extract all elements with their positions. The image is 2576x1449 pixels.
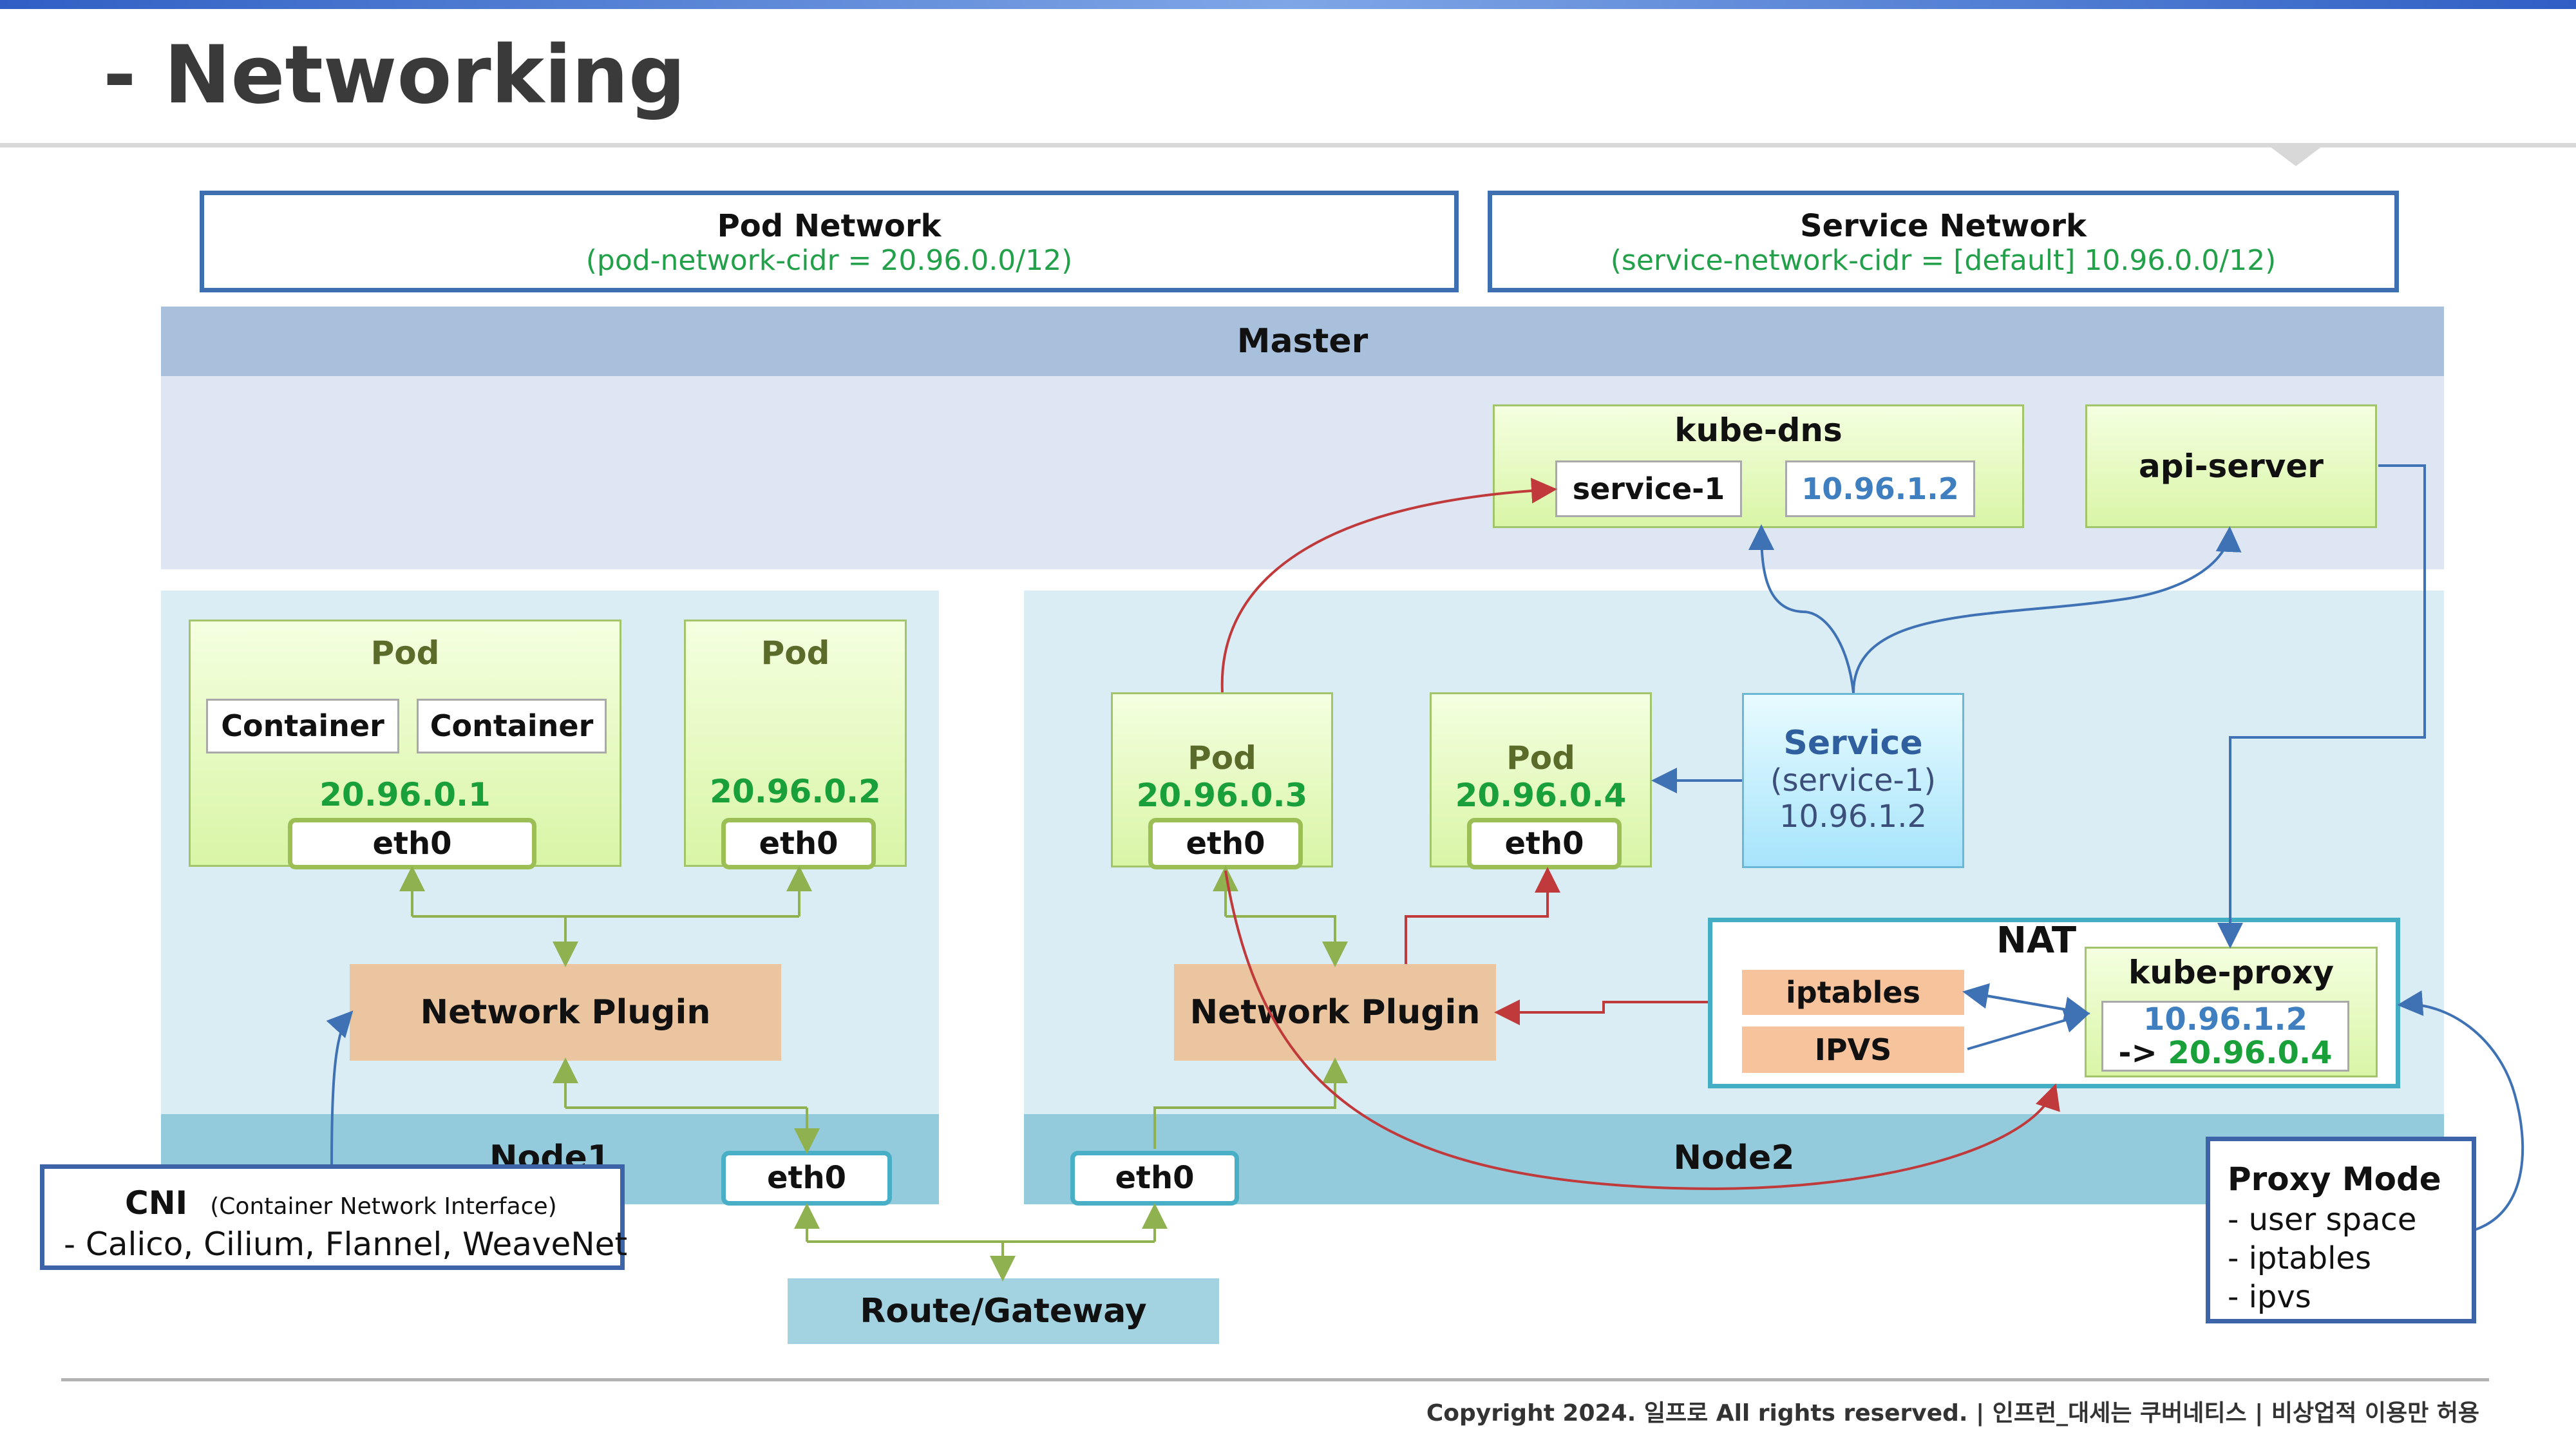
api-server-label: api-server	[2139, 448, 2324, 485]
master-area	[161, 376, 2444, 569]
arrow-pod-to-kube-proxy	[1224, 870, 2060, 1190]
service-network-label: Service Network	[1800, 208, 2087, 244]
pod-label: Pod	[370, 634, 440, 672]
api-server-box: api-server	[2085, 404, 2377, 528]
arrow-nat-to-plugin	[1494, 999, 1708, 1025]
kube-proxy-rule: 10.96.1.2 -> 20.96.0.4	[2101, 1001, 2349, 1072]
master-band: Master	[161, 307, 2444, 376]
cni-title: CNI	[125, 1184, 188, 1222]
container-box: Container	[417, 699, 607, 753]
proxy-from-ip: 10.96.1.2	[2143, 1001, 2308, 1037]
kube-dns-label: kube-dns	[1674, 412, 1842, 449]
pod-label: Pod	[1506, 739, 1575, 777]
cni-subtitle: (Container Network Interface)	[210, 1193, 557, 1220]
arrow-pod-to-kube-dns	[1220, 477, 1557, 693]
service-network-box: Service Network (service-network-cidr = …	[1488, 191, 2399, 292]
cni-list: - Calico, Cilium, Flannel, WeaveNet	[64, 1226, 628, 1263]
pod-label: Pod	[1188, 739, 1256, 777]
arrow-proxy-mode	[2397, 990, 2524, 1231]
arrow-api-to-kube-proxy	[2217, 464, 2426, 949]
node1-eth0: eth0	[721, 1151, 892, 1206]
divider-notch	[2267, 144, 2325, 166]
ipvs-box: IPVS	[1742, 1027, 1964, 1073]
top-accent-bar	[0, 0, 2576, 9]
pod-ip: 20.96.0.4	[1455, 777, 1627, 814]
arrow-service-to-api-server	[1852, 526, 2242, 694]
service-name: (service-1)	[1770, 762, 1937, 799]
proxy-mode-item: - iptables	[2228, 1240, 2371, 1276]
pod-ip: 20.96.0.2	[710, 773, 881, 810]
container-box: Container	[206, 699, 399, 753]
arrow-ipvs-kube-proxy	[1967, 1007, 2090, 1050]
proxy-mode-item: - user space	[2228, 1202, 2417, 1238]
service-ip: 10.96.1.2	[1779, 799, 1927, 835]
node2-label: Node2	[1673, 1139, 1795, 1177]
iptables-box: iptables	[1742, 970, 1964, 1015]
nat-label: NAT	[1996, 920, 2077, 961]
arrow-service-to-kube-dns	[1748, 524, 1855, 694]
proxy-mode-callout: Proxy Mode - user space - iptables - ipv…	[2206, 1137, 2476, 1323]
footer-divider	[61, 1378, 2489, 1381]
cni-callout: CNI (Container Network Interface) - Cali…	[40, 1164, 628, 1270]
pod-network-cidr: (pod-network-cidr = 20.96.0.0/12)	[585, 244, 1073, 277]
proxy-to-ip: 20.96.0.4	[2168, 1035, 2333, 1071]
title-divider	[0, 143, 2576, 147]
network-plugin-node2: Network Plugin	[1174, 964, 1496, 1061]
arrow-kube-proxy-iptables	[1962, 983, 2086, 1014]
arrow-node2-plugin-down	[1226, 915, 1348, 967]
arrow-plugin-to-pod-d	[1405, 867, 1560, 964]
master-label: Master	[1236, 322, 1368, 361]
pod-label: Pod	[761, 634, 830, 672]
service-box: Service (service-1) 10.96.1.2	[1742, 693, 1964, 868]
copyright-text: Copyright 2024. 일프로 All rights reserved.…	[1426, 1400, 2479, 1426]
kube-dns-ip: 10.96.1.2	[1785, 460, 1975, 517]
pod-network-box: Pod Network (pod-network-cidr = 20.96.0.…	[200, 191, 1459, 292]
arrow-cni-plugin	[326, 1010, 354, 1166]
proxy-mode-item: - ipvs	[2228, 1279, 2311, 1315]
service-network-cidr: (service-network-cidr = [default] 10.96.…	[1610, 244, 2277, 277]
pod-network-label: Pod Network	[717, 208, 942, 244]
pod-ip: 20.96.0.3	[1136, 777, 1308, 814]
pod-ip: 20.96.0.1	[319, 776, 491, 813]
kube-proxy-label: kube-proxy	[2128, 954, 2334, 991]
proxy-arrow: ->	[2118, 1035, 2157, 1071]
network-plugin-node1: Network Plugin	[350, 964, 781, 1061]
kube-dns-service: service-1	[1555, 460, 1742, 517]
service-label: Service	[1783, 724, 1923, 762]
arrow-node2-eth-plugin	[1153, 1057, 1348, 1149]
page-title: - Networking	[103, 29, 686, 122]
proxy-mode-title: Proxy Mode	[2228, 1160, 2441, 1198]
route-gateway: Route/Gateway	[788, 1278, 1219, 1344]
